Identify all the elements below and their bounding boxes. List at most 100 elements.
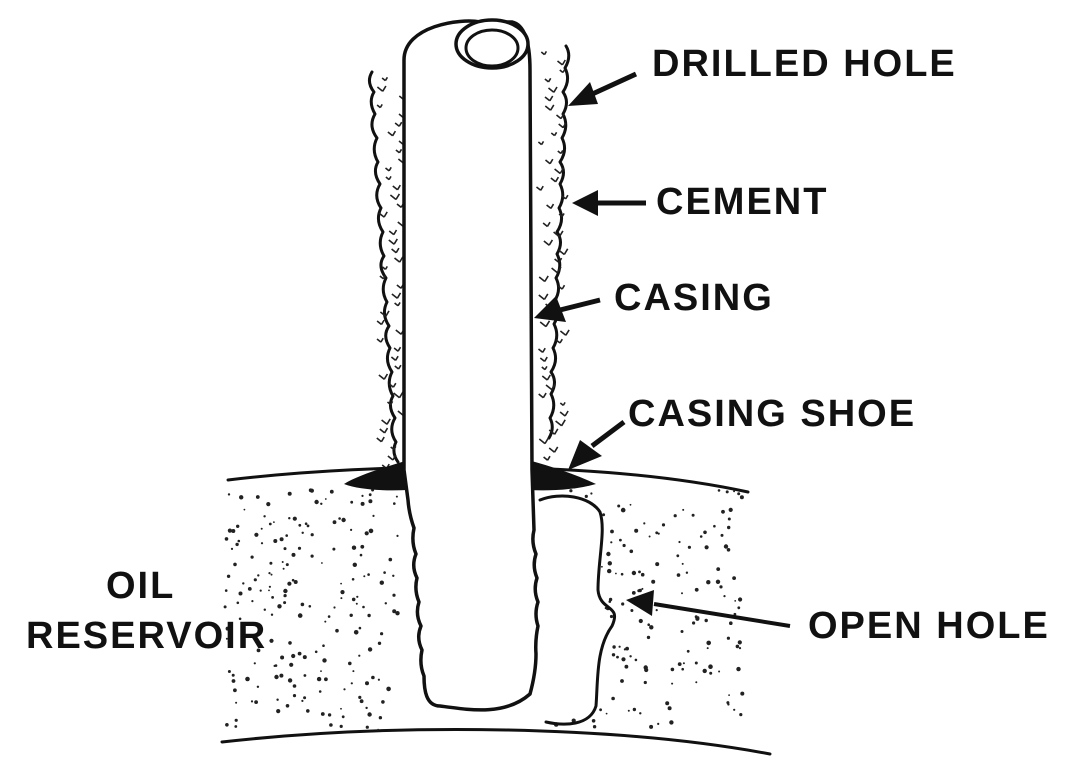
stipple-dot xyxy=(320,712,325,716)
stipple-dot xyxy=(686,649,690,653)
stipple-dot xyxy=(352,562,357,567)
stipple-dot xyxy=(641,587,644,590)
label-casing: CASING xyxy=(614,277,774,319)
stipple-dot xyxy=(339,724,343,729)
stipple-dot xyxy=(592,725,597,729)
stipple-dot xyxy=(735,644,740,649)
stipple-dot xyxy=(737,640,742,645)
stipple-dot xyxy=(655,562,660,567)
cement-mark xyxy=(391,292,402,299)
stipple-dot xyxy=(283,601,287,605)
stipple-dot xyxy=(367,573,370,576)
stipple-dot xyxy=(351,597,356,602)
stipple-dot xyxy=(224,537,229,541)
stipple-dot xyxy=(388,557,393,562)
stipple-dot xyxy=(358,695,362,700)
stipple-dot xyxy=(725,490,729,494)
stipple-dot xyxy=(309,488,314,493)
stipple-dot xyxy=(273,539,278,543)
stipple-dot xyxy=(260,527,263,530)
cement-mark xyxy=(538,293,549,301)
stipple-dot xyxy=(657,532,660,535)
arrow-cement xyxy=(572,190,646,216)
stipple-dot xyxy=(367,647,373,652)
stipple-dot xyxy=(236,601,240,605)
stipple-dot xyxy=(726,636,731,640)
stipple-dot xyxy=(327,615,331,618)
stipple-dot xyxy=(338,517,341,520)
stipple-dot xyxy=(303,674,307,677)
stipple-dot xyxy=(365,681,369,686)
stipple-dot xyxy=(703,530,707,535)
stipple-dot xyxy=(314,650,318,654)
stipple-dot xyxy=(227,528,232,533)
cement-mark xyxy=(389,193,401,201)
stipple-dot xyxy=(233,562,237,567)
casing-shoe-right xyxy=(528,460,596,491)
stipple-dot xyxy=(227,493,231,496)
stipple-dot xyxy=(733,708,736,711)
stipple-dot xyxy=(282,567,285,570)
label-open-hole: OPEN HOLE xyxy=(808,605,1050,647)
cement-mark xyxy=(544,104,555,111)
stipple-dot xyxy=(316,676,322,682)
stipple-dot xyxy=(639,712,642,715)
cement-mark xyxy=(379,274,387,280)
stipple-dot xyxy=(383,571,386,574)
stipple-dot xyxy=(320,670,322,672)
stipple-dot xyxy=(301,531,304,534)
cement-mark xyxy=(548,428,559,435)
stipple-dot xyxy=(676,573,681,577)
stipple-dot xyxy=(268,589,270,592)
stipple-dot xyxy=(704,618,708,623)
stipple-dot xyxy=(288,517,291,520)
stipple-dot xyxy=(569,489,573,493)
stipple-dot xyxy=(676,554,680,558)
stipple-dot xyxy=(723,544,729,549)
stipple-dot xyxy=(611,653,616,657)
stipple-dot xyxy=(231,679,236,683)
cement-mark xyxy=(547,86,558,93)
stipple-dot xyxy=(392,593,396,597)
cement-mark xyxy=(388,229,398,236)
cement-mark xyxy=(376,319,385,326)
stipple-dot xyxy=(715,579,721,584)
stipple-dot xyxy=(225,637,228,640)
stipple-dot xyxy=(291,578,295,582)
stipple-dot xyxy=(285,534,289,537)
label-casing-shoe: CASING SHOE xyxy=(628,393,916,435)
stipple-dot xyxy=(340,707,342,710)
stipple-dot xyxy=(266,502,271,507)
stipple-dot xyxy=(637,589,641,593)
cement-mark xyxy=(376,436,385,443)
stipple-dot xyxy=(243,508,246,511)
cement-mark xyxy=(394,301,401,307)
cement-mark xyxy=(387,130,397,137)
cement-mark xyxy=(559,410,569,417)
stipple-dot xyxy=(392,609,397,614)
stipple-dot xyxy=(227,640,230,643)
stipple-dot xyxy=(678,540,681,544)
stipple-dot xyxy=(285,704,290,708)
stipple-dot xyxy=(268,522,272,526)
stipple-dot xyxy=(242,582,245,585)
stipple-dot xyxy=(634,658,638,662)
cement-mark xyxy=(554,257,563,264)
stipple-dot xyxy=(329,723,333,727)
cement-mark xyxy=(559,68,566,74)
cement-mark xyxy=(555,338,563,344)
cement-mark xyxy=(388,238,398,245)
stipple-dot xyxy=(607,561,612,566)
stipple-dot xyxy=(655,531,659,535)
stipple-dot xyxy=(392,574,395,577)
stipple-dot xyxy=(314,499,319,505)
stipple-dot xyxy=(350,682,353,685)
stipple-dot xyxy=(356,595,359,598)
cement-mark xyxy=(555,419,566,427)
cement-mark xyxy=(558,248,569,256)
stipple-dot xyxy=(677,662,682,666)
stipple-dot xyxy=(602,513,606,517)
stipple-dot xyxy=(238,591,243,596)
stipple-dot xyxy=(706,580,711,585)
stipple-dot xyxy=(619,538,622,542)
